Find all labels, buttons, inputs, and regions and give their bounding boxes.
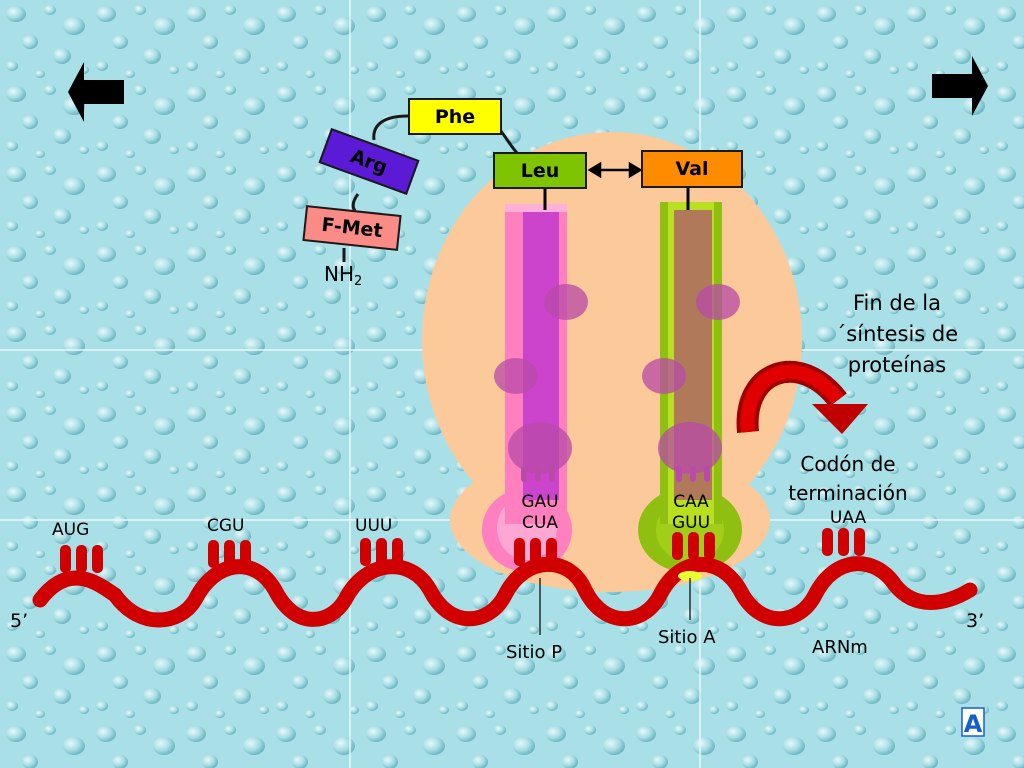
sitio-p-label: Sitio P [506, 642, 563, 663]
val-label: Val [675, 158, 709, 180]
end-of-synthesis-text: Fin de la ´síntesis de proteínas [812, 288, 982, 381]
trna-p-site [482, 188, 588, 572]
phe-box: Phe [408, 98, 502, 135]
trna-p-anticodon: CUA [522, 513, 558, 533]
trna-a-anticodon: GUU [671, 513, 711, 533]
val-box: Val [641, 150, 743, 188]
codon-uuu: UUU [355, 516, 393, 536]
mrna-strand [32, 556, 978, 628]
end-text-line1: Fin de la [853, 291, 941, 315]
end-text-line2: ´síntesis de [835, 322, 959, 346]
nh2-label: NH2 [324, 262, 362, 289]
stop-text-line2: terminación [788, 481, 908, 505]
nh2-main: NH [324, 262, 354, 286]
ribosome [422, 132, 802, 592]
three-prime-label: 3’ [966, 610, 985, 632]
nh2-subscript: 2 [354, 274, 363, 289]
mrna-label: ARNm [812, 637, 868, 658]
trna-p-labels: GAU CUA [505, 492, 575, 534]
double-arrow [587, 161, 643, 179]
a-site-highlight [678, 571, 702, 581]
arg-label: Arg [347, 144, 391, 179]
right-arrow-icon[interactable] [932, 56, 988, 116]
fmet-label: F-Met [320, 213, 384, 243]
left-arrow-icon[interactable] [68, 62, 124, 122]
svg-text:A: A [964, 710, 983, 738]
sitio-a-label: Sitio A [658, 627, 716, 648]
trna-a-labels: CAA GUU [656, 492, 726, 534]
leu-box: Leu [493, 152, 587, 189]
stop-text-line1: Codón de [800, 452, 896, 476]
trna-a-codon: CAA [673, 492, 709, 512]
codon-uaa: UAA [829, 508, 867, 528]
a-logo-icon[interactable]: A [961, 707, 985, 738]
trna-p-codon: GAU [521, 492, 559, 512]
five-prime-label: 5’ [10, 610, 29, 632]
curved-red-arrow-icon [736, 360, 868, 434]
leu-label: Leu [520, 159, 560, 182]
codon-bumps [60, 528, 865, 573]
phe-label: Phe [434, 105, 476, 128]
codon-cgu: CGU [207, 516, 245, 536]
codon-aug: AUG [52, 520, 90, 540]
trna-a-site [638, 188, 742, 573]
stop-codon-text: Codón de terminación [768, 450, 928, 508]
end-text-line3: proteínas [847, 353, 947, 377]
